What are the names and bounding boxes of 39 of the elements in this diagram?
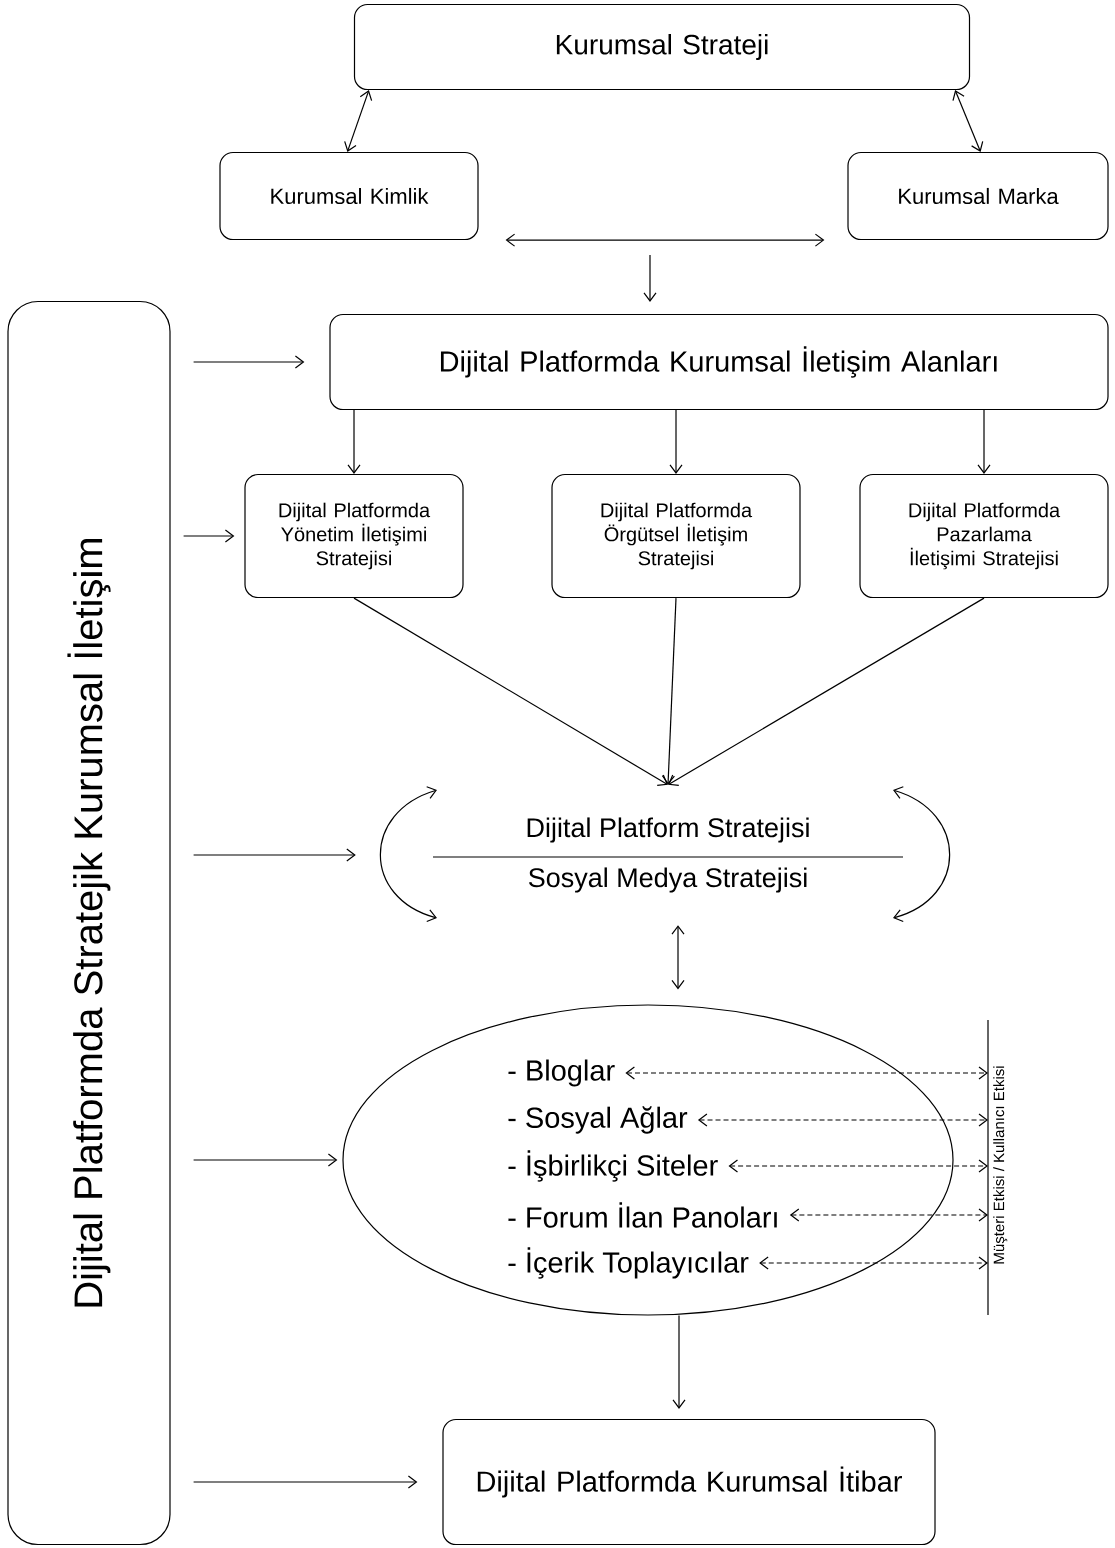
process-box: Dijital Platformda Kurumsal İtibar [442,1418,936,1546]
arrow [193,1153,338,1167]
ellipse [342,1004,954,1316]
arrow [193,1475,418,1489]
arrow [183,529,235,543]
list-item: - Bloglar [508,1059,615,1087]
arrow [193,355,305,369]
process-box: Kurumsal Kimlik [219,151,479,241]
arrow [728,1159,988,1173]
arrow [625,1066,988,1080]
side-band: Dijital Platformda Stratejik Kurumsal İletişim [7,300,171,1546]
process-box: Kurumsal Marka [847,151,1109,241]
arrow [353,597,668,786]
list-item: - Forum İlan Panoları [508,1202,777,1228]
process-box: Kurumsal Strateji [353,3,971,91]
strategy-label: Dijital Platform Stratejisi Sosyal Medya Stratejisi [432,817,904,893]
process-box: Dijital Platformda Yönetim İletişimi Stratejisi [244,473,464,599]
arrow [193,848,356,862]
list-item: - İçerik Toplayıcılar [508,1247,749,1279]
arrow [669,409,683,474]
arrow [344,90,373,152]
list-item: - Sosyal Ağlar [508,1106,688,1134]
arrow [661,597,677,785]
arrow [347,409,361,474]
arrow [643,254,657,302]
process-box: Dijital Platformda Örgütsel İletişim Stratejisi [551,473,801,599]
arrow [759,1256,988,1270]
arrow [977,409,991,474]
impact-axis: Müşteri Etkisi / Kullanıcı Etkisi [987,1019,1008,1316]
arrow [789,1208,988,1222]
process-box: Dijital Platformda Pazarlama İletişimi Stratejisi [859,473,1109,599]
arrow [697,1113,988,1127]
list-item: - İşbirlikçi Siteler [508,1150,718,1182]
arrow [668,597,985,786]
arrow [952,90,984,152]
process-box: Dijital Platformda Kurumsal İletişim Alanları [329,313,1109,411]
arrow [671,925,685,990]
arrow [672,1315,686,1409]
arrow [505,233,825,247]
